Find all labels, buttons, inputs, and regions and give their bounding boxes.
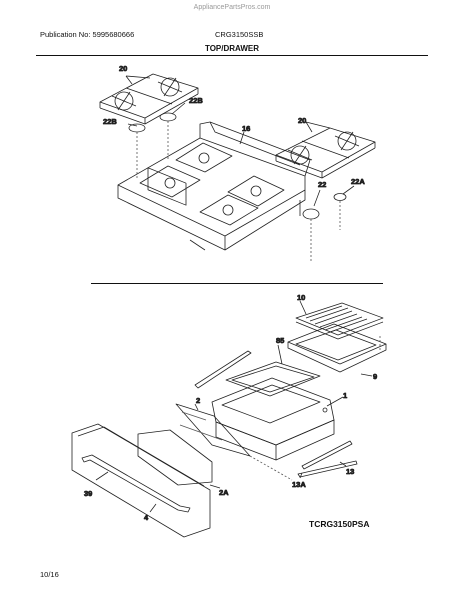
- grate-left[interactable]: [99, 73, 199, 125]
- label-cooktop: 16: [242, 124, 250, 133]
- burner-cap-22a[interactable]: [333, 193, 347, 201]
- label-broiler-grid: 10: [297, 293, 305, 302]
- label-drawer-panel-2a: 2A: [219, 488, 229, 497]
- label-22: 22: [318, 180, 326, 189]
- section-separator: [91, 283, 383, 284]
- burner-cap-22[interactable]: [302, 208, 320, 220]
- model-number: CRG3150SSB: [215, 30, 264, 39]
- publication-number: Publication No: 5995680666: [40, 30, 135, 39]
- slide-rail-13a[interactable]: [297, 460, 358, 478]
- grate-right[interactable]: [275, 127, 376, 179]
- label-slide-rail-13a: 13A: [292, 480, 306, 489]
- label-drawer-front: 4: [144, 513, 149, 522]
- page-number: 10/16: [40, 570, 59, 579]
- drawer-panel[interactable]: [175, 403, 251, 457]
- label-22b-lower: 22B: [103, 117, 117, 126]
- broiler-pan[interactable]: [287, 323, 387, 373]
- label-22a: 22A: [351, 177, 365, 186]
- label-broiler-pan: 9: [373, 372, 377, 381]
- broiler-grid[interactable]: [295, 302, 384, 340]
- label-drawer-panel: 2: [196, 396, 200, 405]
- drawer-body[interactable]: [211, 377, 335, 461]
- drawer-front[interactable]: [71, 423, 211, 538]
- label-drawer-handle: 39: [84, 489, 92, 498]
- drawer-panel-2a[interactable]: [137, 429, 213, 486]
- burner-cap-22b-upper[interactable]: [159, 112, 177, 122]
- drawer-frame[interactable]: [225, 361, 321, 397]
- label-drawer-body: 1: [343, 391, 347, 400]
- watermark: AppliancePartsPros.com: [193, 4, 271, 11]
- label-slide-rail: 13: [346, 467, 354, 476]
- label-drawer-frame: 85: [276, 336, 284, 345]
- label-grate-left: 20: [119, 64, 127, 73]
- burner-cap-22b-lower[interactable]: [128, 123, 146, 133]
- drawer-handle[interactable]: [81, 454, 191, 513]
- label-22b-upper: 22B: [189, 96, 203, 105]
- header-rule: [36, 55, 428, 56]
- cooktop[interactable]: [117, 121, 311, 251]
- slide-rail-left[interactable]: [194, 350, 252, 389]
- section-title: TOP/DRAWER: [204, 44, 260, 53]
- diagram-code: TCRG3150PSA: [309, 519, 370, 529]
- slide-rail-13[interactable]: [301, 440, 353, 470]
- label-grate-right: 20: [298, 116, 306, 125]
